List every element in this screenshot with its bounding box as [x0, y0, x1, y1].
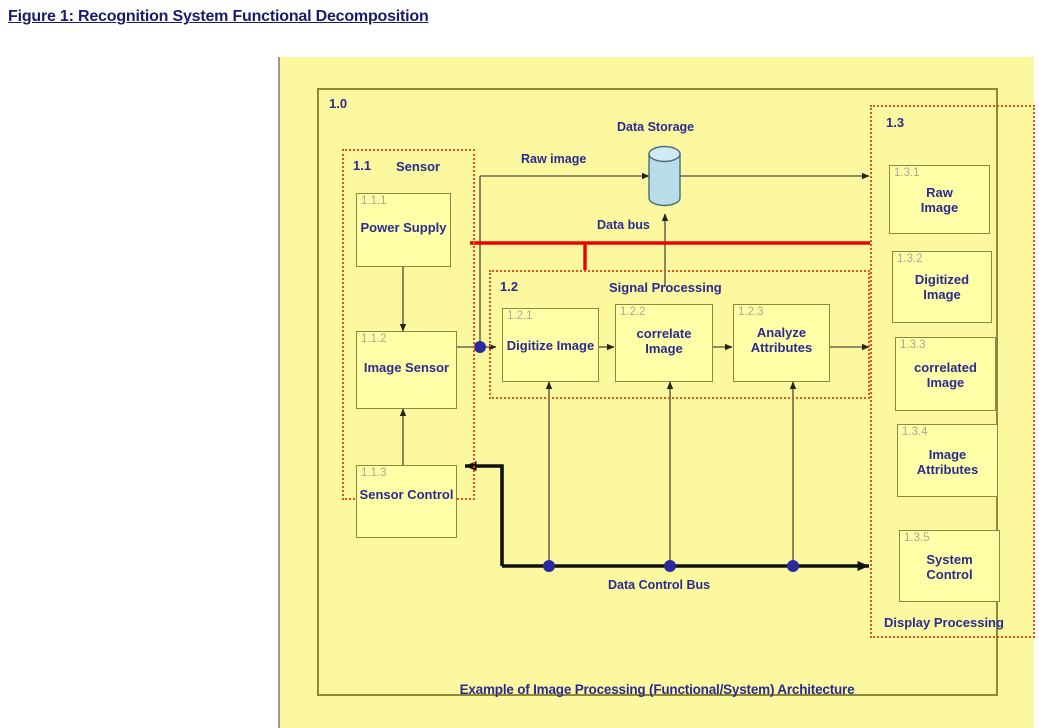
- group-display-title: Display Processing: [884, 615, 1004, 630]
- block-analyze-attributes-number: 1.2.3: [738, 306, 764, 318]
- block-digitize-image-number: 1.2.1: [507, 310, 533, 322]
- block-digitize-image-label: Digitize Image: [506, 338, 595, 353]
- block-correlate-image-number: 1.2.2: [620, 306, 646, 318]
- diagram-caption: Example of Image Processing (Functional/…: [459, 682, 855, 697]
- block-system-control-number: 1.3.5: [904, 532, 930, 544]
- group-display-processing: 1.3 Display Processing: [870, 105, 1035, 638]
- block-correlate-image-label: correlate Image: [636, 326, 692, 356]
- label-data-bus: Data bus: [597, 218, 650, 232]
- system-boundary-1-0: 1.0: [317, 88, 998, 696]
- block-sensor-control-label: Sensor Control: [359, 487, 454, 502]
- block-image-attributes-number: 1.3.4: [902, 426, 928, 438]
- junction-dots: [474, 341, 799, 572]
- block-correlated-image-number: 1.3.3: [900, 339, 926, 351]
- block-analyze-attributes[interactable]: 1.2.3 Analyze Attributes: [733, 304, 830, 382]
- block-sensor-control-number: 1.1.3: [361, 467, 387, 479]
- block-image-sensor-number: 1.1.2: [361, 333, 387, 345]
- block-system-control-label: System Control: [926, 552, 973, 582]
- block-digitized-image-number: 1.3.2: [897, 253, 923, 265]
- group-signal-title: Signal Processing: [609, 280, 722, 295]
- block-digitized-image-label: Digitized Image: [914, 272, 970, 302]
- system-number: 1.0: [329, 96, 348, 111]
- block-image-sensor[interactable]: 1.1.2 Image Sensor: [356, 331, 457, 409]
- block-digitized-image[interactable]: 1.3.2 Digitized Image: [892, 251, 992, 323]
- block-image-sensor-label: Image Sensor: [363, 360, 450, 375]
- label-data-storage: Data Storage: [617, 120, 695, 134]
- group-signal-processing: 1.2 Signal Processing: [489, 270, 870, 399]
- block-image-attributes[interactable]: 1.3.4 Image Attributes: [897, 424, 998, 497]
- group-display-number: 1.3: [886, 115, 905, 130]
- block-correlated-image[interactable]: 1.3.3 correlated Image: [895, 337, 996, 411]
- block-correlate-image[interactable]: 1.2.2 correlate Image: [615, 304, 713, 382]
- page-title: Figure 1: Recognition System Functional …: [8, 8, 429, 25]
- label-data-control-bus: Data Control Bus: [608, 578, 711, 592]
- block-analyze-attributes-label: Analyze Attributes: [750, 325, 813, 355]
- block-system-control[interactable]: 1.3.5 System Control: [899, 530, 1000, 602]
- block-image-attributes-label: Image Attributes: [916, 447, 979, 477]
- block-sensor-control[interactable]: 1.1.3 Sensor Control: [356, 465, 457, 538]
- data-bus-line: [470, 241, 870, 270]
- block-power-supply[interactable]: 1.1.1 Power Supply: [356, 193, 451, 267]
- data-storage-cylinder: [648, 145, 681, 207]
- group-sensor-title: Sensor: [396, 159, 441, 174]
- block-raw-image-number: 1.3.1: [894, 167, 920, 179]
- label-raw-image: Raw image: [521, 152, 587, 166]
- group-sensor-number: 1.1: [353, 158, 372, 173]
- block-power-supply-number: 1.1.1: [361, 195, 387, 207]
- block-digitize-image[interactable]: 1.2.1 Digitize Image: [502, 308, 599, 382]
- group-signal-number: 1.2: [500, 279, 519, 294]
- block-power-supply-label: Power Supply: [360, 220, 447, 235]
- diagram-canvas: 1.0 1.1 Sensor 1.1.1 Power Supply 1.1.2 …: [278, 57, 1035, 728]
- block-raw-image-label: Raw Image: [920, 185, 959, 215]
- connector-layer: [399, 145, 870, 572]
- block-raw-image[interactable]: 1.3.1 Raw Image: [889, 165, 990, 234]
- block-correlated-image-label: correlated Image: [914, 360, 977, 390]
- data-control-bus-line: [465, 461, 869, 571]
